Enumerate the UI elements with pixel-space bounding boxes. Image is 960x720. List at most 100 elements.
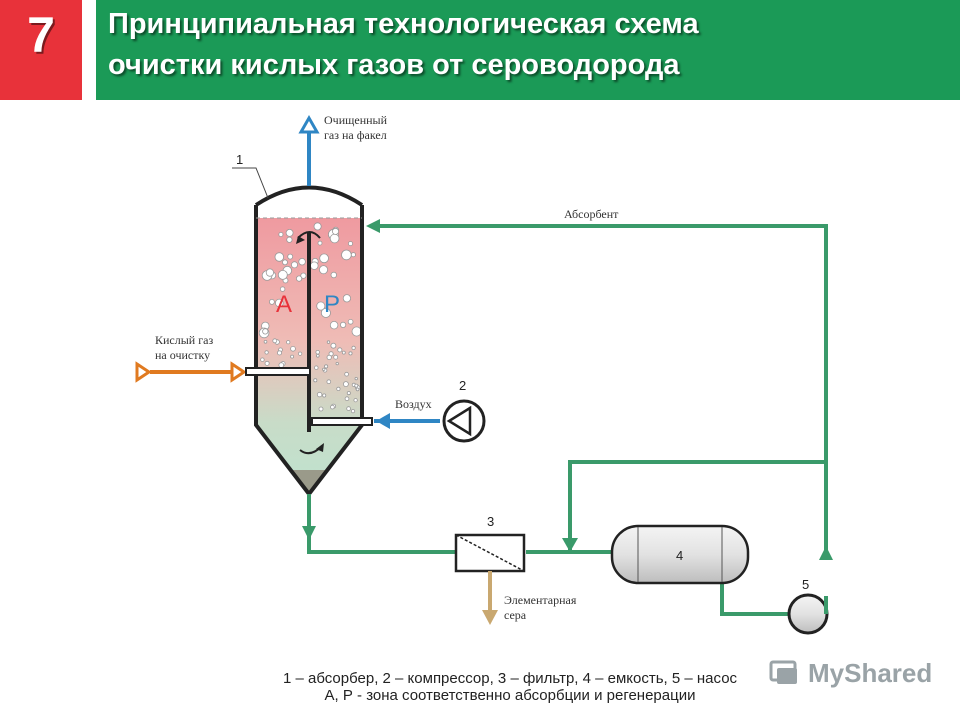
watermark-logo-icon: [769, 660, 797, 684]
bubble: [286, 340, 291, 345]
bubble: [342, 381, 349, 388]
bubble: [278, 362, 285, 368]
compressor-number: 2: [459, 378, 466, 393]
caption-line-1: 1 – абсорбер, 2 – компрессор, 3 – фильтр…: [282, 670, 738, 687]
bubble: [318, 406, 324, 412]
gas-bubbles: [258, 222, 362, 414]
bubble: [344, 371, 349, 377]
bubble: [264, 360, 270, 366]
bubble: [355, 387, 360, 392]
bubble: [330, 404, 335, 410]
absorber-vessel: [232, 167, 364, 498]
flow-arrows: [302, 219, 833, 560]
title-bar: [96, 0, 960, 100]
acid-gas-label-line1: Кислый газ: [155, 333, 213, 347]
bubble: [318, 265, 328, 275]
bubble: [295, 275, 303, 282]
bubble: [324, 364, 329, 369]
air-label: Воздух: [395, 397, 432, 411]
bubble: [282, 259, 288, 266]
bubble: [354, 376, 358, 381]
bubble: [268, 298, 275, 305]
pump: [787, 593, 829, 635]
bubble: [265, 268, 274, 277]
caption-line-2: А, Р - зона соответственно абсорбции и р…: [324, 687, 696, 704]
bubble: [319, 253, 329, 264]
slide-number: 7: [27, 7, 55, 63]
bubble: [320, 307, 331, 318]
zone-a-label: А: [276, 291, 292, 318]
bubble: [346, 391, 351, 396]
acid-gas-label-line2: на очистку: [155, 348, 210, 362]
slide-title: Принципиальная технологическая схема очи…: [108, 4, 948, 86]
bubble: [272, 338, 278, 344]
bubble: [297, 351, 303, 356]
bubble: [316, 391, 323, 398]
compressor: [442, 399, 486, 443]
bubble: [278, 231, 284, 237]
bubble: [336, 386, 341, 391]
sulfur-outlet: [482, 571, 498, 625]
tank-number: 4: [676, 548, 683, 563]
bubble: [315, 350, 320, 355]
sulfur-label-line2: сера: [504, 608, 527, 622]
bubble: [341, 249, 352, 261]
bubble: [317, 240, 323, 246]
bubble: [326, 379, 332, 385]
clean-gas-label-line1: Очищенный: [324, 113, 388, 127]
clean-gas-label-line2: газ на факел: [324, 128, 387, 142]
bubble: [335, 361, 339, 366]
bubble: [344, 396, 350, 402]
bubble: [290, 354, 295, 359]
bubble: [313, 378, 318, 383]
bubble: [341, 350, 346, 355]
bubble: [326, 354, 332, 360]
figure-caption: 1 – абсорбер, 2 – компрессор, 3 – фильтр…: [240, 670, 780, 704]
bubble: [274, 298, 284, 308]
bubble: [333, 354, 339, 360]
bubble: [277, 269, 288, 280]
bubble: [264, 350, 269, 355]
watermark: MyShared: [768, 656, 938, 692]
sulfur-label-line1: Элементарная: [504, 593, 577, 607]
bubble: [342, 294, 351, 303]
bubble: [262, 328, 269, 335]
bubble: [351, 326, 362, 337]
bubble: [274, 252, 285, 262]
bubble: [339, 321, 347, 328]
bubble: [347, 318, 354, 325]
bubble: [300, 272, 307, 279]
clean-gas-outlet: [298, 114, 320, 186]
bubble: [285, 228, 294, 237]
filter-number: 3: [487, 514, 494, 529]
bubble: [316, 301, 326, 311]
bubble: [314, 365, 319, 370]
bubble: [279, 286, 286, 292]
watermark-text: MyShared: [808, 658, 933, 688]
pump-number: 5: [802, 577, 809, 592]
absorber-number: 1: [236, 152, 243, 167]
bubble: [286, 236, 293, 243]
bubble: [353, 398, 358, 403]
tank: [610, 524, 750, 585]
bubble: [298, 258, 306, 266]
bubble: [326, 340, 331, 344]
bubble: [354, 383, 359, 388]
bubble: [347, 241, 353, 247]
bubble: [315, 353, 320, 358]
bubble: [310, 261, 319, 270]
bubble: [313, 222, 322, 231]
bubble: [329, 233, 340, 244]
absorbent-piping: [307, 224, 828, 616]
bubble: [260, 357, 265, 362]
slide-number-box: 7: [0, 0, 82, 100]
bubble: [322, 393, 327, 398]
zone-p-label: Р: [324, 291, 340, 318]
bubble: [346, 406, 351, 411]
bubble: [348, 351, 353, 356]
bubble: [276, 350, 282, 356]
bubble: [350, 252, 356, 258]
bubble: [351, 345, 356, 350]
bubble: [263, 339, 268, 344]
